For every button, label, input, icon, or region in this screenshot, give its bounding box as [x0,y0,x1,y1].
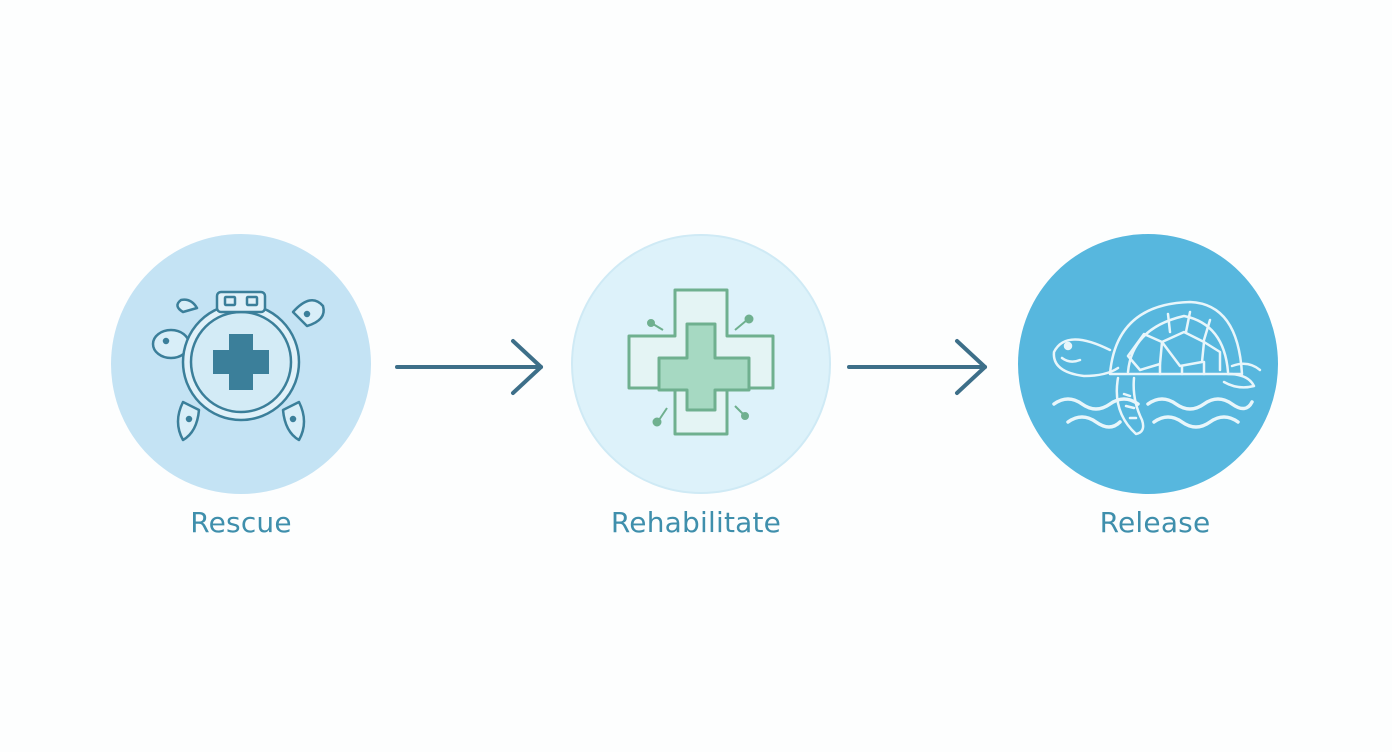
rescue-label: Rescue [190,506,292,539]
turtle-medical-kit-icon [111,234,371,494]
rehabilitate-step-circle [571,234,831,494]
medical-cross-icon [571,234,831,494]
release-step-circle [1018,234,1278,494]
arrow-right-icon [395,339,543,395]
rehabilitate-label: Rehabilitate [610,506,782,539]
arrow-right-icon [847,339,987,395]
rescue-step-circle [111,234,371,494]
release-label: Release [1099,506,1211,539]
swimming-turtle-icon [1018,234,1278,494]
